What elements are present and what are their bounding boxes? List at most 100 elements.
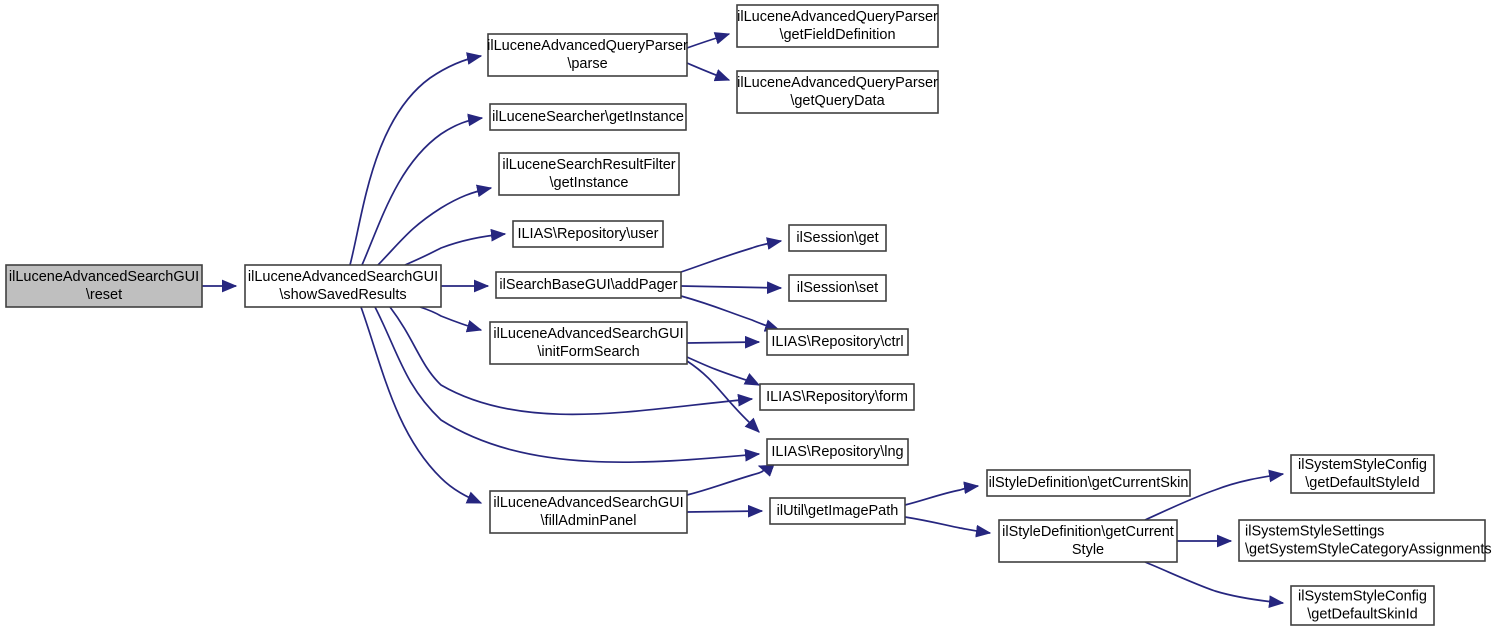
node-sessionGet[interactable]: ilSession\get [788, 224, 887, 252]
edge-getImagePath-to-getCurrentSkin [904, 481, 980, 506]
node-label-defaultStyleId: \getDefaultStyleId [1305, 475, 1419, 491]
edge-showSavedResults-to-repoForm [389, 306, 754, 416]
node-box-repoCtrl[interactable] [766, 328, 909, 356]
node-box-getFieldDef[interactable] [736, 4, 939, 48]
edge-showSavedResults-to-filterGetInst [377, 184, 493, 266]
node-label-getFieldDef: \getFieldDefinition [779, 27, 895, 43]
edge-fillAdminPanel-to-repoLng [686, 464, 775, 496]
node-label-showSavedResults: ilLuceneAdvancedSearchGUI [248, 269, 438, 285]
edge-showSavedResults-to-parse [349, 52, 483, 266]
node-box-initFormSearch[interactable] [489, 321, 688, 365]
node-parse[interactable]: ilLuceneAdvancedQueryParser \parse [487, 33, 688, 77]
node-label-getQueryData: ilLuceneAdvancedQueryParser [737, 75, 938, 91]
node-fillAdminPanel[interactable]: ilLuceneAdvancedSearchGUI\fillAdminPanel [489, 490, 688, 534]
node-getQueryData[interactable]: ilLuceneAdvancedQueryParser \getQueryData [736, 70, 939, 114]
node-label-getQueryData: \getQueryData [790, 93, 885, 109]
node-box-sessionGet[interactable] [788, 224, 887, 252]
node-label-defaultStyleId: ilSystemStyleConfig [1298, 457, 1427, 473]
node-label-defaultSkinId: \getDefaultSkinId [1307, 606, 1417, 622]
node-label-addPager: ilSearchBaseGUI\addPager [499, 277, 677, 293]
node-box-repoUser[interactable] [512, 220, 664, 248]
node-sessionSet[interactable]: ilSession\set [788, 274, 887, 302]
node-reset[interactable]: ilLuceneAdvancedSearchGUI \reset [5, 264, 203, 308]
node-box-defaultStyleId[interactable] [1290, 454, 1435, 494]
node-label-parse: ilLuceneAdvancedQueryParser [487, 38, 688, 54]
edge-parse-to-getQueryData [686, 62, 731, 82]
node-box-catAssignments[interactable] [1238, 519, 1486, 562]
node-label-parse: \parse [567, 56, 607, 72]
node-box-getQueryData[interactable] [736, 70, 939, 114]
node-showSavedResults[interactable]: ilLuceneAdvancedSearchGUI \showSavedResul… [244, 264, 442, 308]
edge-showSavedResults-to-repoLng [374, 306, 761, 464]
edge-initFormSearch-to-repoLng [686, 360, 760, 433]
node-label-getCurrentStyle: Style [1072, 542, 1104, 558]
node-label-filterGetInst: ilLuceneSearchResultFilter [502, 157, 675, 173]
node-label-sessionGet: ilSession\get [796, 230, 878, 246]
edge-getCurrentStyle-to-defaultSkinId [1144, 561, 1285, 609]
node-label-showSavedResults: \showSavedResults [279, 287, 406, 303]
edge-addPager-to-sessionSet [680, 281, 783, 295]
edge-showSavedResults-to-fillAdminPanel [360, 306, 483, 504]
node-getCurrentSkin[interactable]: ilStyleDefinition\getCurrentSkin [986, 469, 1191, 497]
node-box-defaultSkinId[interactable] [1290, 585, 1435, 626]
node-label-catAssignments: \getSystemStyleCategoryAssignments [1245, 541, 1492, 557]
node-box-getCurrentStyle[interactable] [998, 519, 1178, 563]
node-box-fillAdminPanel[interactable] [489, 490, 688, 534]
node-repoLng[interactable]: ILIAS\Repository\lng [766, 438, 909, 466]
node-box-getImagePath[interactable] [769, 497, 906, 525]
node-addPager[interactable]: ilSearchBaseGUI\addPager [495, 271, 682, 299]
node-searcherGetInst[interactable]: ilLuceneSearcher\getInstance [489, 103, 687, 131]
node-label-repoUser: ILIAS\Repository\user [517, 226, 658, 242]
edge-showSavedResults-to-initFormSearch [419, 306, 483, 333]
node-box-repoForm[interactable] [759, 383, 915, 411]
node-label-searcherGetInst: ilLuceneSearcher\getInstance [492, 109, 684, 125]
edge-showSavedResults-to-repoUser [404, 228, 507, 266]
node-catAssignments[interactable]: ilSystemStyleSettings \getSystemStyleCate… [1238, 519, 1492, 562]
node-defaultStyleId[interactable]: ilSystemStyleConfig \getDefaultStyleId [1290, 454, 1435, 494]
node-label-catAssignments: ilSystemStyleSettings [1245, 523, 1384, 539]
node-label-repoForm: ILIAS\Repository\form [766, 389, 908, 405]
node-box-showSavedResults[interactable] [244, 264, 442, 308]
node-getImagePath[interactable]: ilUtil\getImagePath [769, 497, 906, 525]
edges-layer [202, 32, 1285, 609]
node-repoForm[interactable]: ILIAS\Repository\form [759, 383, 915, 411]
node-box-sessionSet[interactable] [788, 274, 887, 302]
nodes-layer: ilLuceneAdvancedSearchGUI\resetilLuceneA… [5, 4, 1492, 626]
node-box-reset[interactable] [5, 264, 203, 308]
node-label-getImagePath: ilUtil\getImagePath [777, 503, 899, 519]
node-label-getCurrentStyle: ilStyleDefinition\getCurrent [1002, 524, 1174, 540]
edge-showSavedResults-to-searcherGetInst [361, 113, 484, 266]
node-initFormSearch[interactable]: ilLuceneAdvancedSearchGUI \initFormSearch [489, 321, 688, 365]
node-label-getCurrentSkin: ilStyleDefinition\getCurrentSkin [989, 475, 1189, 491]
node-repoCtrl[interactable]: ILIAS\Repository\ctrl [766, 328, 909, 356]
node-box-searcherGetInst[interactable] [489, 103, 687, 131]
node-label-initFormSearch: ilLuceneAdvancedSearchGUI [493, 326, 683, 342]
edge-fillAdminPanel-to-getImagePath [686, 504, 764, 518]
node-label-initFormSearch: \initFormSearch [537, 344, 639, 360]
node-label-reset: ilLuceneAdvancedSearchGUI [9, 269, 199, 285]
node-box-getCurrentSkin[interactable] [986, 469, 1191, 497]
node-label-repoCtrl: ILIAS\Repository\ctrl [771, 334, 903, 350]
edge-addPager-to-repoCtrl [680, 295, 781, 332]
node-filterGetInst[interactable]: ilLuceneSearchResultFilter \getInstance [498, 152, 680, 196]
node-repoUser[interactable]: ILIAS\Repository\user [512, 220, 664, 248]
node-label-filterGetInst: \getInstance [550, 175, 629, 191]
node-box-filterGetInst[interactable] [498, 152, 680, 196]
node-label-sessionSet: ilSession\set [797, 280, 878, 296]
edge-initFormSearch-to-repoCtrl [686, 335, 761, 349]
edge-parse-to-getFieldDef [686, 32, 731, 49]
node-box-addPager[interactable] [495, 271, 682, 299]
node-defaultSkinId[interactable]: ilSystemStyleConfig\getDefaultSkinId [1290, 585, 1435, 626]
edge-getImagePath-to-getCurrentStyle [904, 516, 992, 538]
node-box-parse[interactable] [487, 33, 688, 77]
node-label-repoLng: ILIAS\Repository\lng [771, 444, 903, 460]
node-label-reset: \reset [86, 287, 122, 303]
node-getFieldDef[interactable]: ilLuceneAdvancedQueryParser\getFieldDefi… [736, 4, 939, 48]
node-box-repoLng[interactable] [766, 438, 909, 466]
edge-initFormSearch-to-repoForm [686, 356, 761, 386]
edge-getCurrentStyle-to-defaultStyleId [1144, 469, 1285, 521]
edge-addPager-to-sessionGet [680, 237, 783, 273]
